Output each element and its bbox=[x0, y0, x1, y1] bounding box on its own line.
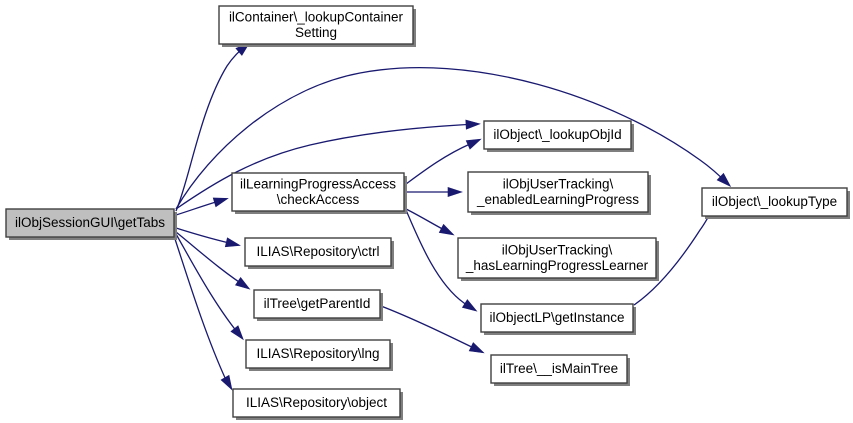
edge-root-to-repoctrl bbox=[175, 227, 241, 248]
edge-root-to-repolng bbox=[175, 233, 244, 341]
edge-checkaccess-to-haslearningprogresslearner bbox=[405, 208, 455, 236]
node-ilobject-lookupobjid[interactable]: ilObject\_lookupObjId bbox=[483, 120, 634, 152]
edge-checkaccess-to-lookupobjid bbox=[405, 138, 482, 185]
node-box[interactable] bbox=[490, 354, 628, 384]
node-ilobjsessiongui-gettabs[interactable]: ilObjSessionGUI\getTabs bbox=[5, 208, 177, 240]
node-label: ilObjSessionGUI\getTabs bbox=[15, 215, 165, 230]
node-label: ILIAS\Repository\ctrl bbox=[256, 244, 379, 259]
edge-line bbox=[380, 305, 483, 353]
edge-root-to-checkaccess bbox=[175, 197, 229, 216]
edge-root-to-lookuptype bbox=[175, 67, 732, 210]
nodes-layer: ilObjSessionGUI\getTabs ilContainer\_look… bbox=[5, 5, 850, 420]
node-ilias-repository-lng[interactable]: ILIAS\Repository\lng bbox=[245, 339, 393, 371]
edge-root-to-lookupobjid bbox=[175, 119, 481, 210]
edge-line bbox=[175, 123, 479, 210]
edge-root-to-getparentid bbox=[175, 231, 251, 290]
edge-checkaccess-to-enabledlearningprogress bbox=[405, 186, 463, 198]
arrow-head-icon bbox=[716, 172, 732, 188]
node-iltree-getparentid[interactable]: ilTree\getParentId bbox=[253, 289, 383, 321]
arrow-head-icon bbox=[465, 138, 482, 150]
edge-line bbox=[175, 231, 249, 289]
node-label: ilObject\_lookupType bbox=[712, 194, 837, 209]
node-label: ILIAS\Repository\object bbox=[246, 395, 387, 410]
arrow-head-icon bbox=[230, 325, 244, 341]
node-label: ilObjUserTracking\_enabledLearningProgre… bbox=[476, 176, 639, 207]
node-label: ilTree\getParentId bbox=[264, 296, 371, 311]
node-box[interactable] bbox=[231, 172, 405, 212]
node-ilias-repository-object[interactable]: ILIAS\Repository\object bbox=[232, 388, 403, 420]
node-box[interactable] bbox=[457, 237, 657, 279]
edge-line bbox=[175, 233, 243, 339]
node-ilobjectlp-getinstance[interactable]: ilObjectLP\getInstance bbox=[480, 303, 636, 335]
node-label: ILIAS\Repository\lng bbox=[256, 346, 379, 361]
arrow-head-icon bbox=[212, 197, 229, 208]
arrow-head-icon bbox=[234, 276, 251, 290]
node-box[interactable] bbox=[244, 237, 392, 267]
node-ilobjusertracking-enabledlearningprogress[interactable]: ilObjUserTracking\_enabledLearningProgre… bbox=[467, 171, 651, 215]
node-label: ilObjectLP\getInstance bbox=[489, 310, 624, 325]
edge-line bbox=[175, 67, 730, 210]
arrow-head-icon bbox=[447, 186, 463, 198]
node-box[interactable] bbox=[467, 171, 649, 213]
edges-layer bbox=[173, 42, 732, 391]
arrow-head-icon bbox=[220, 374, 233, 391]
node-box[interactable] bbox=[253, 289, 381, 319]
node-ilobject-lookuptype[interactable]: ilObject\_lookupType bbox=[701, 187, 850, 219]
arrow-head-icon bbox=[224, 237, 241, 248]
arrow-head-icon bbox=[461, 299, 478, 312]
node-label: ilTree\__isMainTree bbox=[500, 361, 618, 376]
node-box[interactable] bbox=[245, 339, 391, 369]
node-box[interactable] bbox=[701, 187, 848, 217]
node-illearningprogressaccess-checkaccess[interactable]: ilLearningProgressAccess\checkAccess bbox=[231, 172, 407, 214]
node-label: ilObject\_lookupObjId bbox=[493, 127, 621, 142]
node-ilias-repository-ctrl[interactable]: ILIAS\Repository\ctrl bbox=[244, 237, 394, 269]
edge-root-to-repoobject bbox=[173, 235, 233, 391]
node-box[interactable] bbox=[5, 208, 175, 238]
node-label: ilLearningProgressAccess\checkAccess bbox=[240, 176, 396, 207]
node-box[interactable] bbox=[480, 303, 634, 333]
edge-getparentid-to-ismaintree bbox=[380, 305, 485, 354]
node-ilobjusertracking-haslearningprogresslearner[interactable]: ilObjUserTracking\_hasLearningProgressLe… bbox=[457, 237, 659, 281]
node-iltree-ismaintree[interactable]: ilTree\__isMainTree bbox=[490, 354, 630, 386]
edge-checkaccess-to-getinstance bbox=[405, 209, 478, 312]
node-label: ilObjUserTracking\_hasLearningProgressLe… bbox=[465, 242, 649, 273]
arrow-head-icon bbox=[465, 119, 481, 130]
node-box[interactable] bbox=[483, 120, 632, 150]
node-box[interactable] bbox=[232, 388, 401, 418]
node-box[interactable] bbox=[218, 5, 414, 45]
arrow-head-icon bbox=[438, 223, 455, 236]
arrow-head-icon bbox=[468, 342, 485, 354]
